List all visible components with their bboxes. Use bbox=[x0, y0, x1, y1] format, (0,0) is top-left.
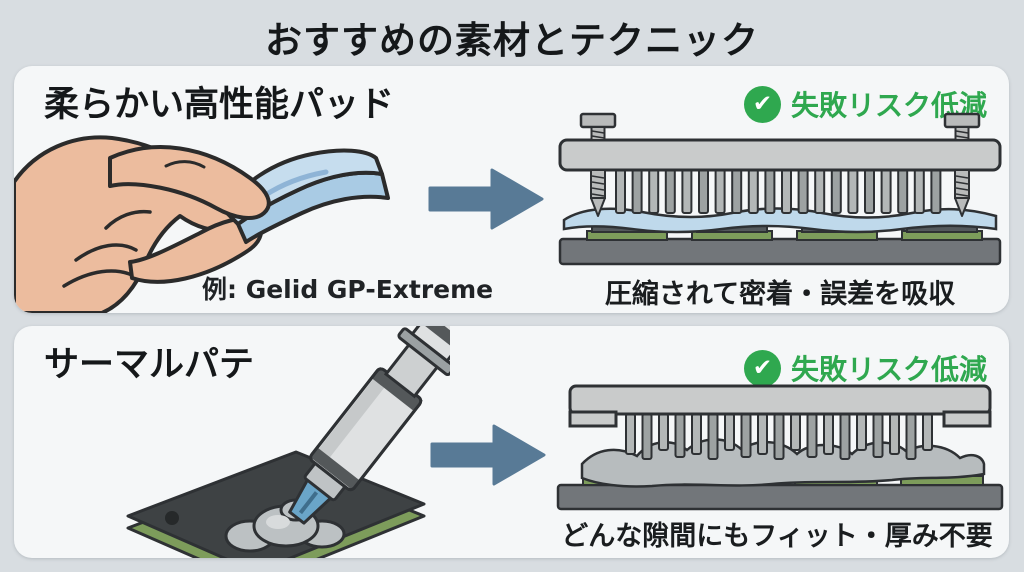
check-icon: ✔ bbox=[743, 349, 781, 387]
hand-holding-pad-illustration bbox=[14, 135, 390, 313]
section-heading-thermal-putty: サーマルパテ bbox=[44, 345, 255, 385]
arrow-right-icon bbox=[430, 424, 546, 486]
chip-corner-dot bbox=[165, 511, 179, 525]
mounting-screw-left bbox=[579, 112, 617, 217]
heatsink-fins bbox=[625, 413, 933, 460]
risk-reduction-label: 失敗リスク低減 bbox=[790, 353, 987, 386]
risk-reduction-badge: ✔ 失敗リスク低減 bbox=[743, 348, 987, 388]
syringe-putty-chip-illustration bbox=[126, 326, 450, 558]
section-caption-thermal-putty: どんな隙間にもフィット・厚み不要 bbox=[561, 521, 993, 552]
mounting-screw-right bbox=[943, 112, 981, 217]
page-title: おすすめの素材とテクニック bbox=[265, 19, 759, 62]
arrow-right-icon bbox=[428, 168, 544, 230]
heatsink-fins bbox=[615, 166, 942, 214]
check-icon: ✔ bbox=[743, 85, 781, 123]
section-caption-soft-pad: 圧縮されて密着・誤差を吸収 bbox=[604, 279, 956, 310]
risk-reduction-badge: ✔ 失敗リスク低減 bbox=[743, 84, 987, 124]
example-product-label: 例: Gelid GP-Extreme bbox=[202, 275, 494, 304]
section-soft-pad: 柔らかい高性能パッド ✔ 失敗リスク低減 例: Gelid GP-Extreme bbox=[14, 66, 1009, 313]
syringe bbox=[288, 326, 450, 525]
heatsink-compressed-pad-illustration bbox=[558, 112, 1002, 266]
section-thermal-putty: サーマルパテ ✔ 失敗リスク低減 bbox=[14, 326, 1009, 558]
heatsink-putty-illustration bbox=[556, 384, 1004, 511]
section-heading-soft-pad: 柔らかい高性能パッド bbox=[44, 85, 395, 125]
